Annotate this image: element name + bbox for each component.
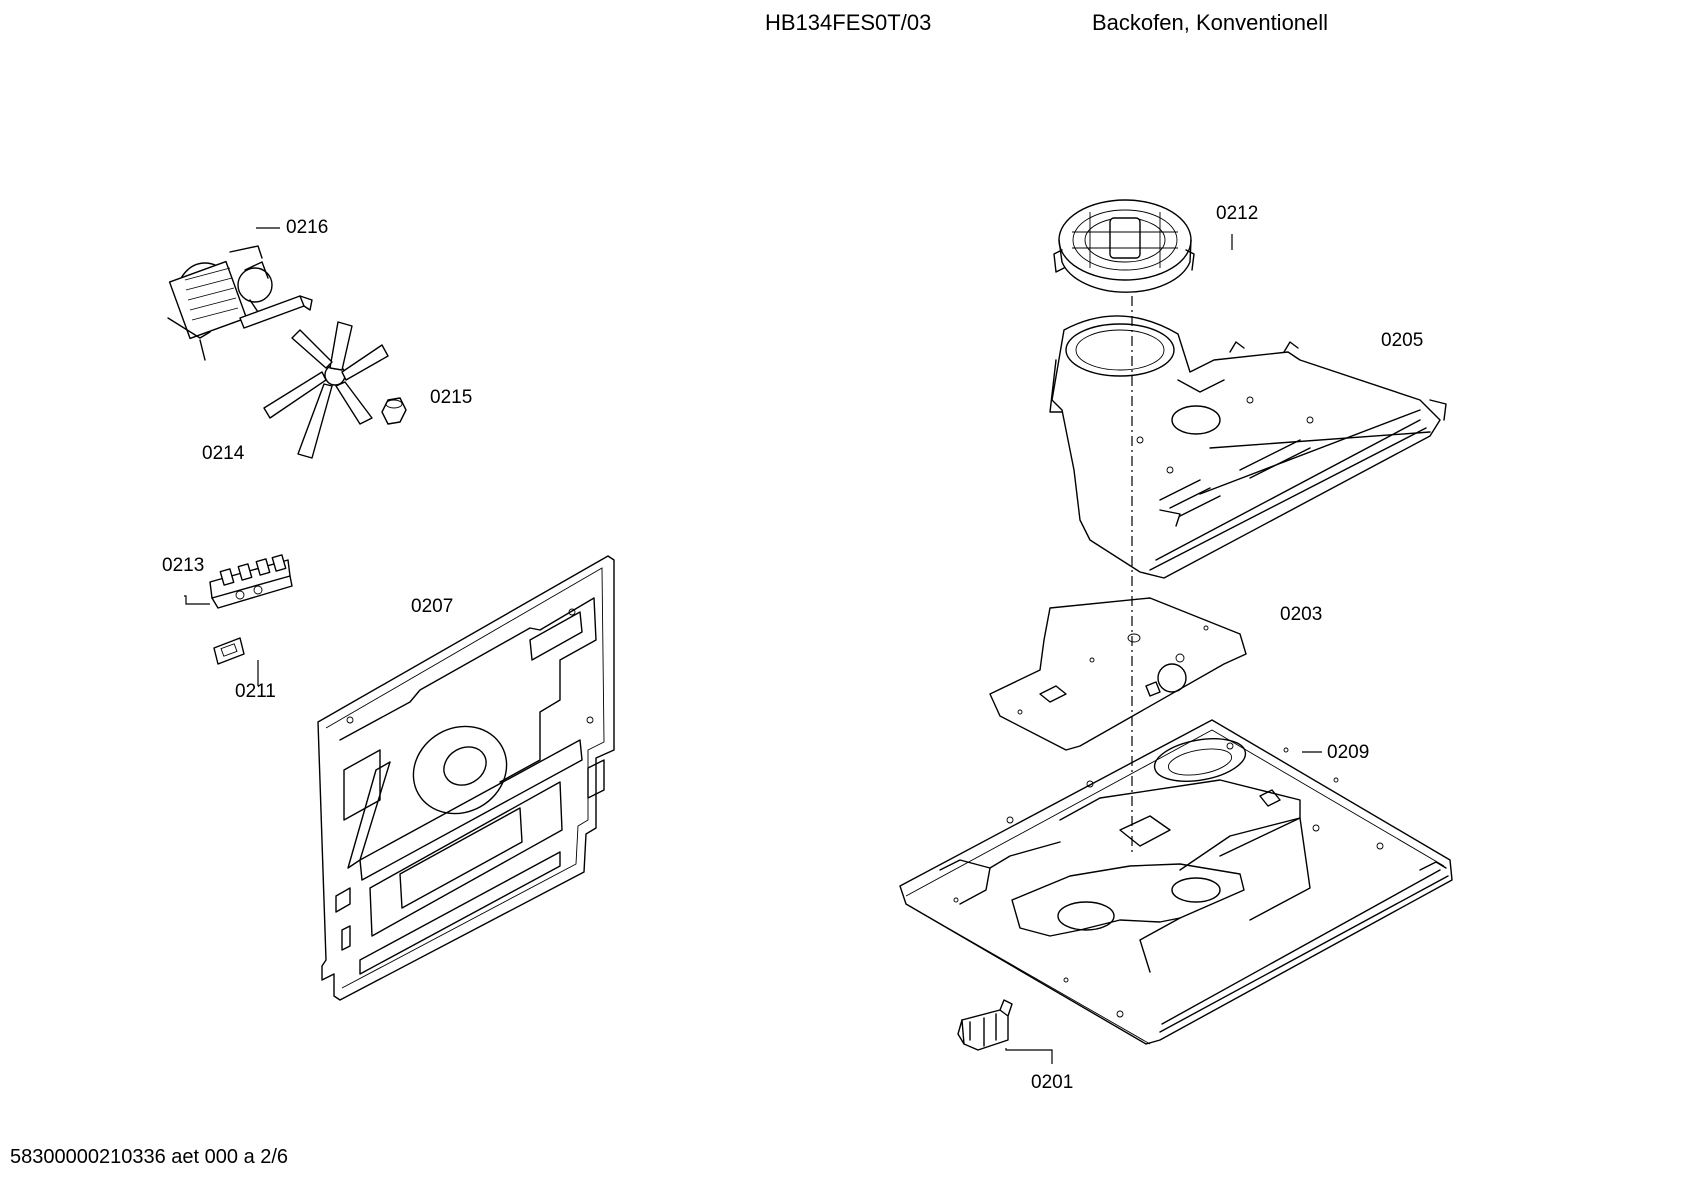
fan-wheel-drawing[interactable] [263, 321, 389, 459]
convection-fan-motor-drawing[interactable] [167, 245, 313, 361]
appliance-description: Backofen, Konventionell [1092, 10, 1329, 35]
part-label-0211[interactable]: 0211 [235, 681, 276, 702]
part-label-0214[interactable]: 0214 [202, 443, 245, 464]
part-label-0216[interactable]: 0216 [286, 217, 329, 238]
part-label-0203[interactable]: 0203 [1280, 604, 1323, 625]
part-label-0212[interactable]: 0212 [1216, 203, 1259, 224]
part-label-0205[interactable]: 0205 [1381, 330, 1424, 351]
part-label-0209[interactable]: 0209 [1327, 742, 1370, 763]
hinge-bracket-drawing[interactable] [957, 999, 1013, 1051]
rear-panel-drawing[interactable] [317, 555, 615, 1001]
part-label-0213[interactable]: 0213 [162, 555, 205, 576]
cooling-fan-drawing[interactable] [1053, 199, 1195, 293]
document-id: 58300000210336 aet 000 a 2/6 [10, 1146, 289, 1168]
leader-lines [184, 227, 1322, 1064]
terminal-block-drawing[interactable] [209, 554, 293, 609]
fan-nut-drawing[interactable] [381, 397, 407, 425]
part-label-0207[interactable]: 0207 [411, 596, 454, 617]
base-plate-drawing[interactable] [899, 719, 1453, 1045]
connector-drawing[interactable] [213, 637, 245, 665]
insulation-plate-drawing[interactable] [989, 597, 1247, 751]
part-label-0201[interactable]: 0201 [1031, 1072, 1074, 1093]
fan-housing-duct-drawing[interactable] [1049, 315, 1447, 579]
part-label-0215[interactable]: 0215 [430, 387, 473, 408]
model-number: HB134FES0T/03 [765, 10, 932, 35]
